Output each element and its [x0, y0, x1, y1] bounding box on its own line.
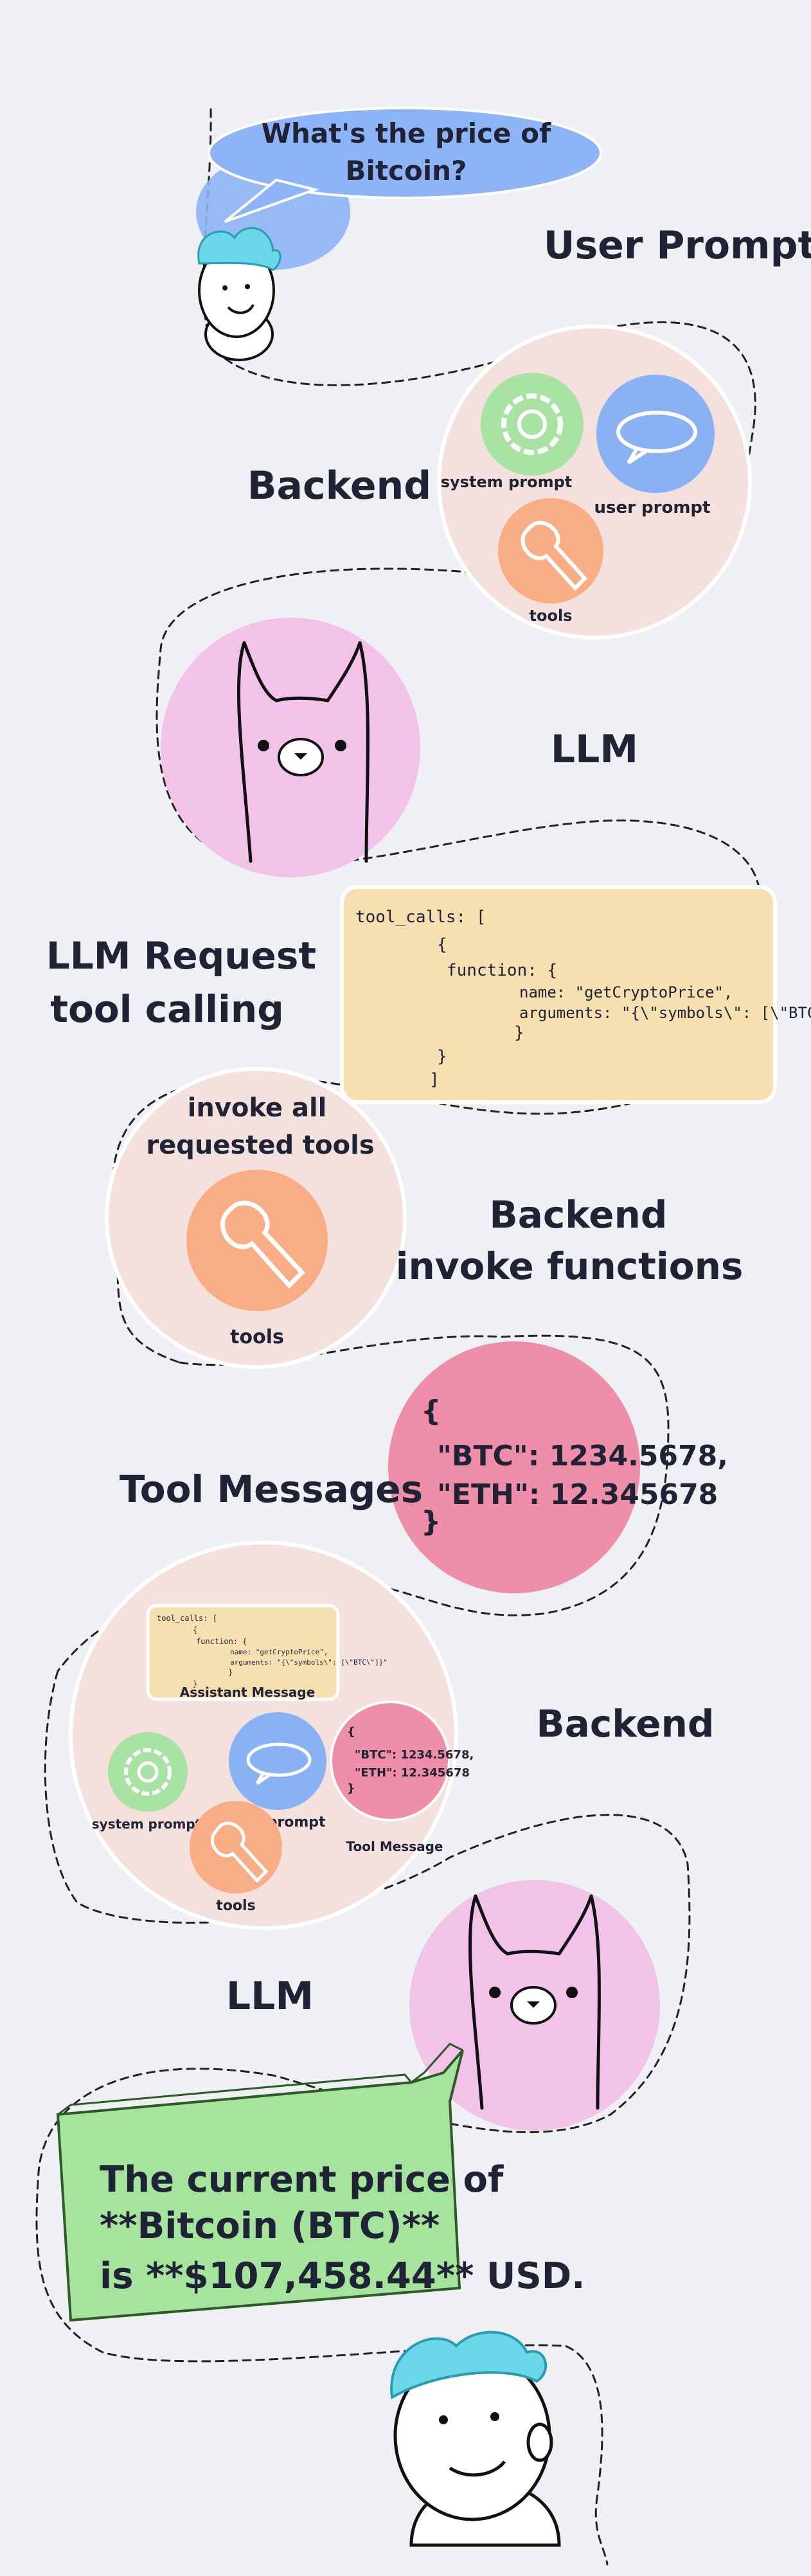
gear-icon [108, 1732, 188, 1812]
question-line-1: What's the price of [262, 118, 551, 149]
user-prompt-item-label: user prompt [594, 498, 711, 517]
invoke-label-2: invoke functions [396, 1244, 744, 1288]
tool-messages-circle [388, 1341, 640, 1593]
code-line-6: } [514, 1023, 524, 1042]
code-line-8: ] [429, 1070, 440, 1089]
system-prompt-label: system prompt [441, 473, 573, 491]
tools-label: tools [530, 607, 573, 625]
backend-2-section: tool_calls: [ { function: { name: "getCr… [69, 1541, 715, 1930]
llm-request-section: tool_calls: [ { function: { name: "getCr… [46, 885, 811, 1104]
b2-tool-message-label: Tool Message [346, 1839, 443, 1854]
a-code-7: } [193, 1679, 197, 1688]
b2-tools-label: tools [216, 1898, 255, 1914]
code-line-4: name: "getCryptoPrice", [519, 983, 733, 1001]
assistant-code-box [146, 1604, 340, 1701]
wrench-icon [190, 1801, 282, 1893]
b2-tool-line-2: "BTC": 1234.5678, [355, 1748, 474, 1762]
answer-hatching [57, 2043, 463, 2116]
tool-msg-line-4: } [421, 1505, 441, 1538]
answer-banner [56, 2049, 464, 2322]
invoke-section: invoke all requested tools tools Backend… [105, 1067, 744, 1369]
tool-messages-section: { "BTC": 1234.5678, "ETH": 12.345678 } T… [120, 1341, 728, 1593]
tool-calls-code-box [340, 885, 777, 1104]
a-code-3: function: { [196, 1637, 247, 1646]
user-prompt-label: User Prompt [544, 223, 811, 268]
answer-line-2: **Bitcoin (BTC)** [100, 2205, 440, 2247]
person-icon [197, 227, 281, 361]
llm-request-label-1: LLM Request [46, 934, 316, 978]
tool-messages-label: Tool Messages [120, 1467, 423, 1511]
code-line-1: tool_calls: [ [355, 908, 486, 927]
llm-2-label: LLM [226, 1974, 314, 2019]
backend-2-label: Backend [537, 1702, 715, 1746]
llama-icon [236, 641, 370, 863]
answer-line-3: is **$107,458.44** USD. [100, 2255, 585, 2297]
a-code-5: arguments: "{\"symbols\": [\"BTC\"]}" [230, 1658, 388, 1667]
answer-line-1: The current price of [100, 2159, 504, 2201]
llm-1-label: LLM [551, 727, 638, 772]
speech-bubble-icon [596, 375, 715, 493]
a-code-4: name: "getCryptoPrice", [230, 1648, 328, 1656]
wrench-icon [186, 1170, 328, 1311]
question-speech-bubble: What's the price of Bitcoin? [208, 107, 602, 223]
b2-tool-line-4: } [347, 1782, 355, 1795]
b2-system-prompt-label: system prompt [92, 1816, 202, 1832]
person-icon [390, 2330, 561, 2547]
a-code-6: } [228, 1668, 233, 1677]
a-code-1: tool_calls: [ [157, 1614, 217, 1623]
assistant-message-label: Assistant Message [180, 1685, 316, 1700]
wrench-icon [498, 498, 603, 604]
tool-msg-line-1: { [421, 1395, 441, 1427]
b2-tool-message-circle [330, 1701, 450, 1821]
speech-bubble-icon [229, 1712, 326, 1810]
user-prompt-section: What's the price of Bitcoin? User Prompt [196, 107, 811, 361]
backend-1-label: Backend [247, 463, 431, 508]
invoke-header-2: requested tools [146, 1131, 374, 1160]
gear-icon [481, 373, 584, 476]
llm-2-section: LLM [226, 1880, 660, 2131]
backend-1-section: system prompt user prompt tools Backend [247, 325, 752, 640]
llm-1-section: LLM [161, 618, 638, 877]
llm-request-label-2: tool calling [50, 987, 283, 1031]
b2-tool-line-3: "ETH": 12.345678 [355, 1766, 470, 1780]
b2-tool-line-1: { [347, 1725, 355, 1739]
tool-msg-line-3: "ETH": 12.345678 [437, 1478, 718, 1511]
a-code-2: { [193, 1625, 197, 1634]
tool-msg-line-2: "BTC": 1234.5678, [437, 1440, 728, 1472]
answer-section: The current price of **Bitcoin (BTC)** i… [56, 2043, 585, 2547]
invoke-tools-label: tools [230, 1326, 284, 1348]
llama-icon [468, 1894, 601, 2110]
code-line-3: function: { [447, 961, 557, 980]
invoke-label-1: Backend [490, 1193, 668, 1237]
code-line-7: } [437, 1047, 447, 1066]
invoke-header-1: invoke all [188, 1093, 327, 1123]
code-line-5: arguments: "{\"symbols\": [\"BTC\"]}" [519, 1004, 811, 1022]
code-line-2: { [437, 935, 447, 954]
question-line-2: Bitcoin? [346, 155, 467, 186]
